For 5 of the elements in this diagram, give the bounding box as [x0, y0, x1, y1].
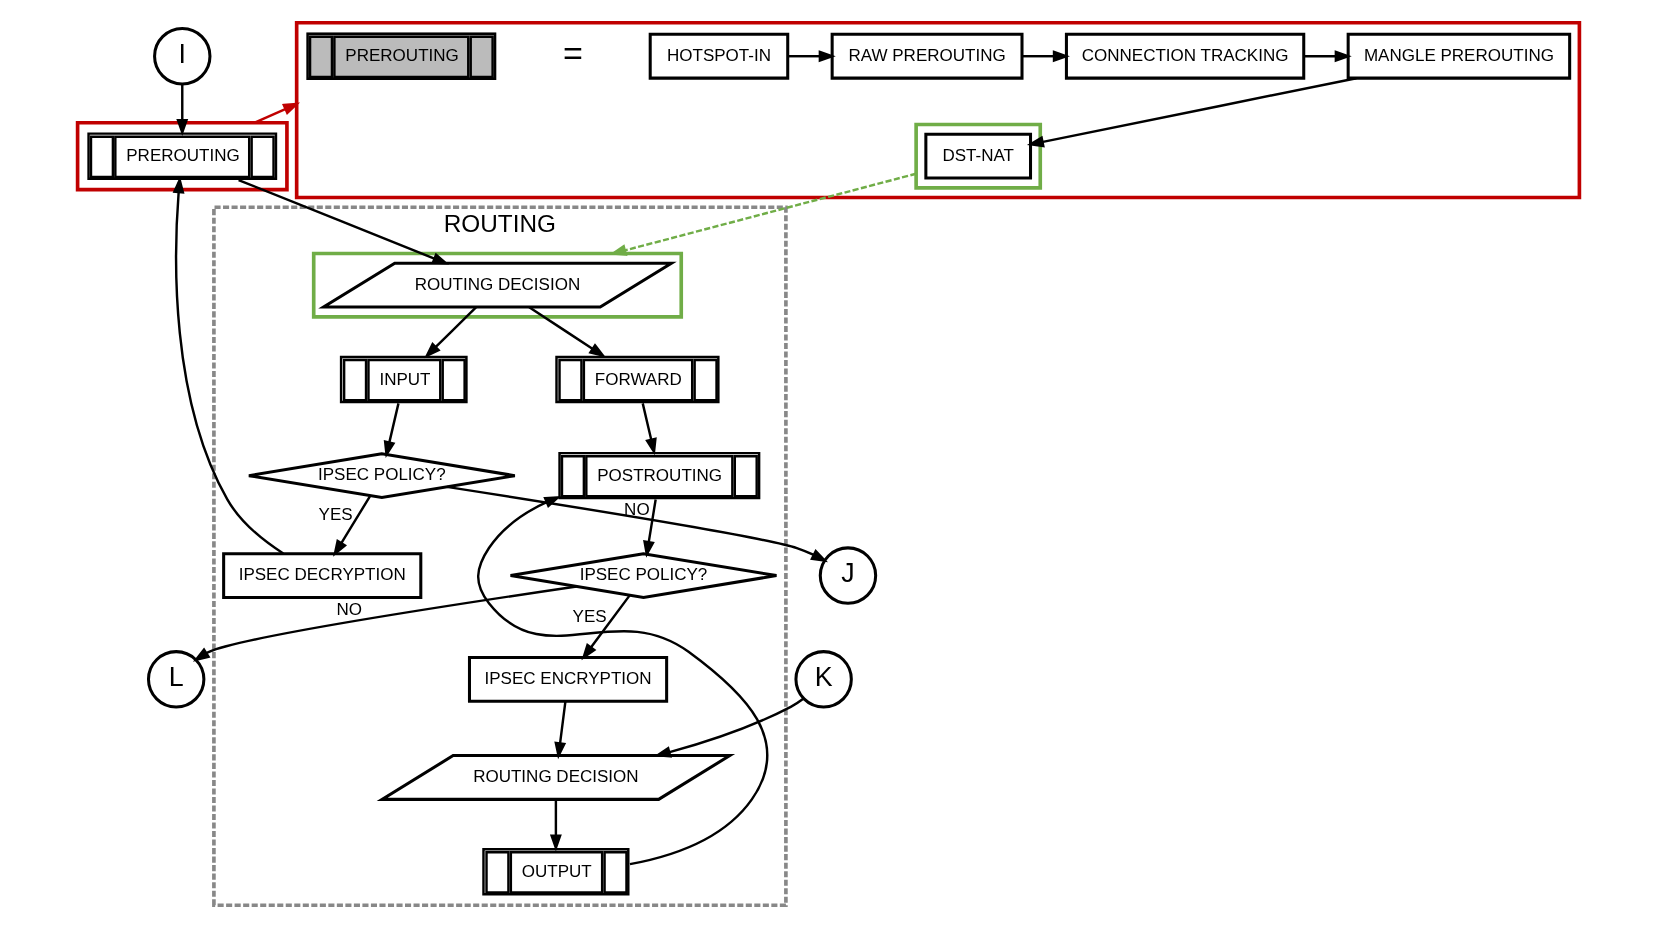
edge-label: NO [624, 500, 650, 520]
label: = [562, 33, 583, 72]
edge-label: NO [336, 600, 362, 620]
edge-label: YES [318, 504, 353, 524]
edge-label: YES [572, 606, 607, 626]
